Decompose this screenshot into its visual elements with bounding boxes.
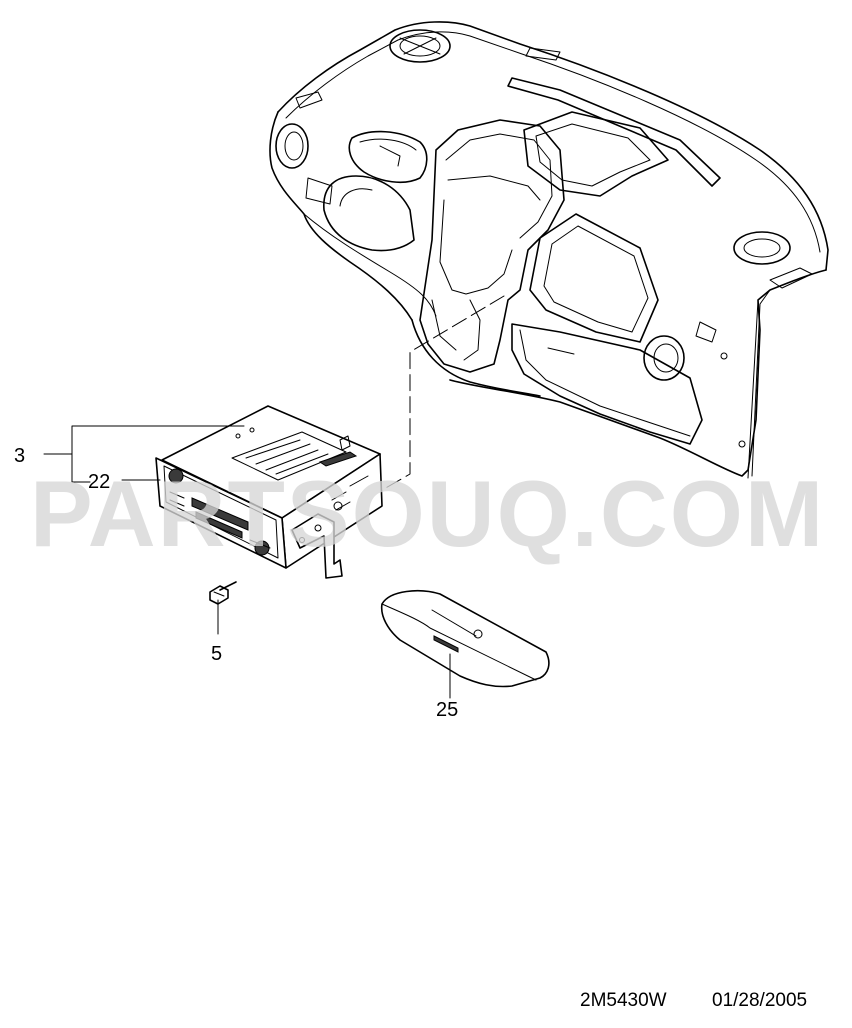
callout-5: 5 [211,643,222,665]
faceplate-case-drawing [380,590,550,688]
screw-drawing [209,581,237,605]
callout-leaders [43,425,451,699]
radio-receiver-drawing [155,405,383,579]
callout-25: 25 [436,699,458,721]
instrument-panel-drawing [269,21,829,479]
watermark-text: PARTSOUQ.COM [30,461,825,566]
callout-3: 3 [14,445,25,467]
callout-22: 22 [88,471,110,493]
diagram-date: 01/28/2005 [712,990,807,1011]
diagram-code: 2M5430W [580,990,667,1011]
